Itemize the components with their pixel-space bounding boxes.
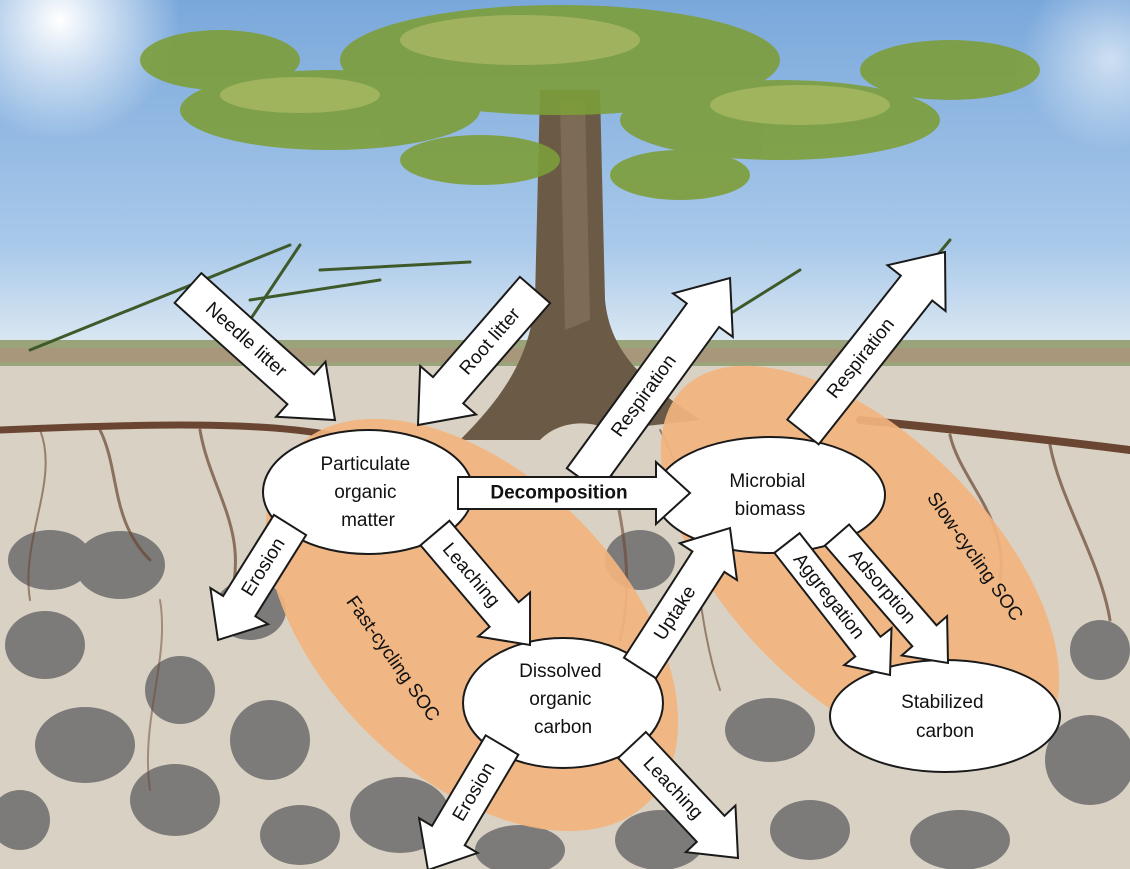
tree-trunk-shade <box>560 100 590 330</box>
node-label-line: organic <box>334 482 396 503</box>
stone <box>35 707 135 783</box>
foliage-clump <box>220 77 380 113</box>
stone <box>770 800 850 860</box>
node-label-line: Microbial <box>729 471 805 492</box>
node-label-line: Dissolved <box>519 661 601 682</box>
foliage-clump <box>400 15 640 65</box>
stone <box>1070 620 1130 680</box>
node-shape <box>830 660 1060 772</box>
stone <box>230 700 310 780</box>
node-stabilized-carbon: Stabilized carbon <box>830 660 1060 772</box>
stone <box>260 805 340 865</box>
foliage-clump <box>860 40 1040 100</box>
foliage-clump <box>610 150 750 200</box>
node-label-line: organic <box>529 689 591 710</box>
node-label-line: Particulate <box>320 454 410 475</box>
stone <box>130 764 220 836</box>
node-label-line: carbon <box>916 721 974 742</box>
node-label-line: matter <box>341 510 396 531</box>
node-label-line: Stabilized <box>901 692 983 713</box>
stone <box>910 810 1010 869</box>
stone <box>725 698 815 762</box>
stone <box>5 611 85 679</box>
foliage-clump <box>400 135 560 185</box>
stone <box>75 531 165 599</box>
foliage-clump <box>710 85 890 125</box>
node-label-line: carbon <box>534 717 592 738</box>
node-label-line: biomass <box>735 499 806 520</box>
arrow-label: Decomposition <box>490 483 627 504</box>
